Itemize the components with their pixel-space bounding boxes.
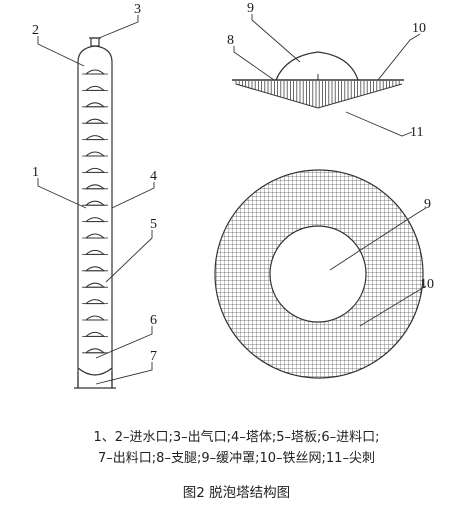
tower-structure-diagram: 3 2 1 4 5 6 7 9 8 10 11 9 10 [32, 1, 434, 389]
label-1: 1 [32, 165, 39, 180]
tower-plate [84, 348, 106, 354]
tower-plate [84, 315, 106, 321]
label-10-top: 10 [412, 21, 426, 36]
label-3: 3 [134, 2, 141, 17]
label-10-ring: 10 [420, 277, 434, 292]
tower-plate [84, 331, 106, 337]
tower-plate [84, 118, 106, 124]
tower-body [74, 37, 116, 389]
tower-plate [84, 266, 106, 272]
legend-line-2: 7–出料口;8–支腿;9–缓冲罩;10–铁丝网;11–尖刺 [98, 451, 375, 466]
tower-plate [84, 200, 106, 206]
ring-leaders [329, 207, 427, 327]
tower-leaders [37, 15, 155, 385]
label-11: 11 [410, 125, 423, 140]
wire-mesh-ring [214, 169, 424, 379]
tower-plate [84, 167, 106, 173]
tower-plate [84, 102, 106, 108]
tower-plate [84, 135, 106, 141]
tower-plate [84, 249, 106, 255]
label-2: 2 [32, 23, 39, 38]
buffer-cover-side-view [232, 51, 404, 109]
label-8: 8 [227, 33, 234, 48]
label-5: 5 [150, 217, 157, 232]
label-9-top: 9 [247, 1, 254, 16]
tower-plate [84, 69, 106, 75]
tower-plate [84, 282, 106, 288]
tower-plate [84, 85, 106, 91]
figure-caption: 图2 脱泡塔结构图 [182, 485, 291, 501]
tower-plate [84, 184, 106, 190]
tower-plates [82, 69, 108, 354]
tower-plate [84, 151, 106, 157]
cover-leaders [233, 14, 421, 137]
label-4: 4 [150, 169, 157, 184]
label-6: 6 [150, 313, 157, 328]
legend-line-1: 1、2–进水口;3–出气口;4–塔体;5–塔板;6–进料口; [93, 430, 380, 445]
tower-plate [84, 217, 106, 223]
tower-plate [84, 233, 106, 239]
label-7: 7 [150, 349, 157, 364]
tower-plate [84, 299, 106, 305]
label-9-ring: 9 [424, 197, 431, 212]
